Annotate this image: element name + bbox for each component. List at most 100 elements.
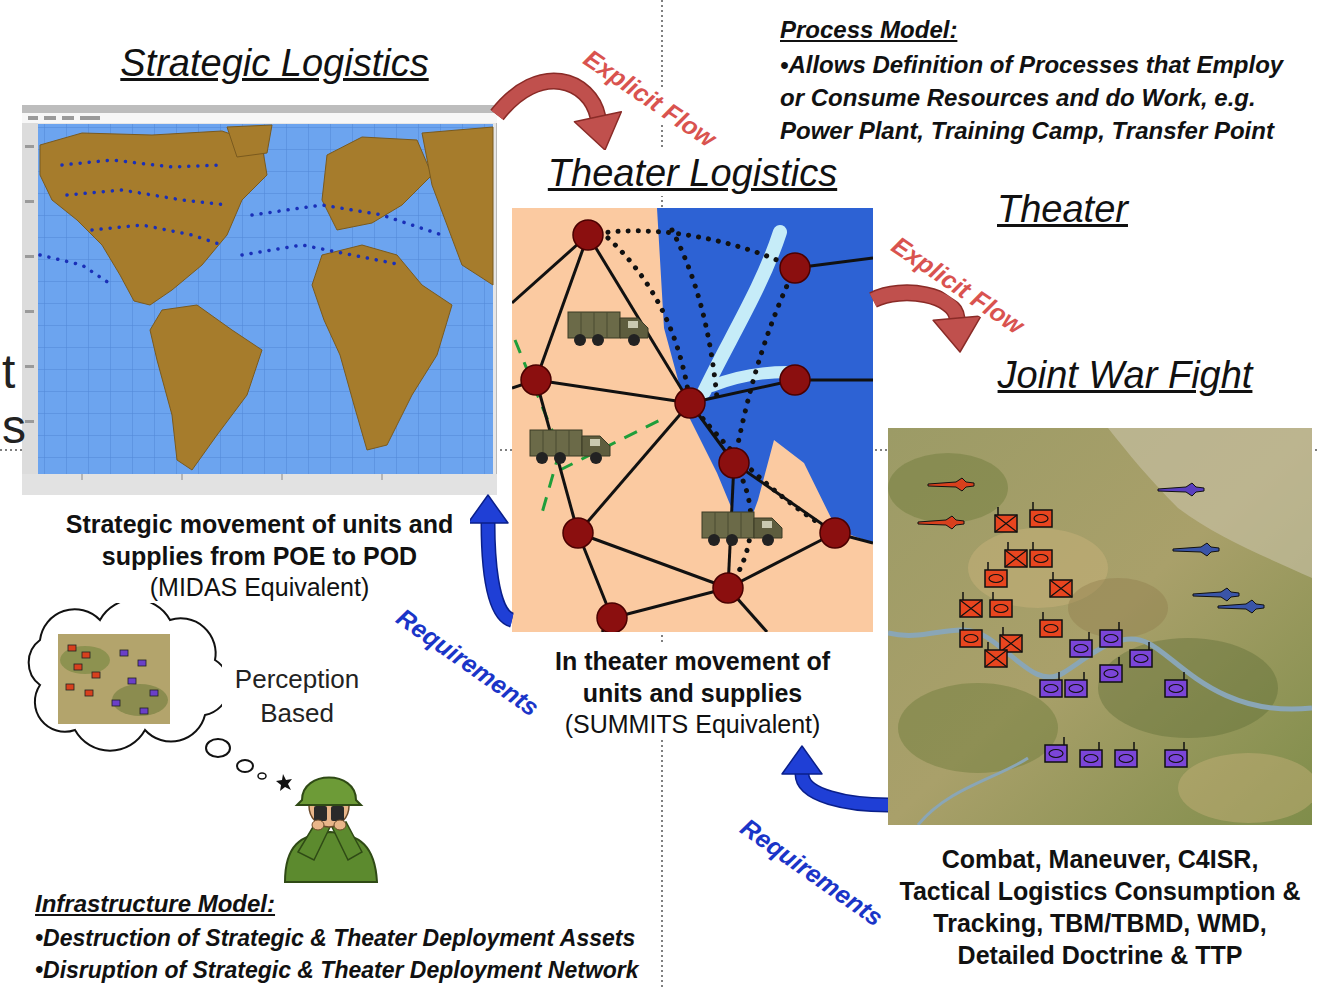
background-figure-detail: [112, 650, 158, 714]
world-map-detail: [80, 116, 100, 120]
theater-map-detail: [820, 518, 850, 548]
terrain-map-detail: [1165, 672, 1187, 697]
terrain-map-detail: [990, 592, 1012, 617]
theater-map-detail: [521, 365, 551, 395]
terrain-map-detail: [1100, 657, 1122, 682]
theater-map-detail: [588, 230, 835, 588]
caption-text: In theater movement of units and supplie…: [543, 645, 843, 709]
model-note: •Destruction of Strategic & Theater Depl…: [35, 925, 635, 952]
world-map-detail: [382, 474, 383, 480]
background-figure-detail: [85, 690, 93, 696]
world-map-detail: [40, 125, 493, 470]
panel-heading: Strategic Logistics: [120, 40, 428, 86]
theater-map-detail: [780, 365, 810, 395]
arrow-head: [782, 746, 822, 774]
background-figure-detail: [128, 678, 136, 684]
terrain-map-detail: [888, 453, 1008, 523]
section-heading: Theater: [997, 186, 1128, 232]
flow-arrow: [782, 746, 888, 805]
world-map-detail: [82, 474, 83, 480]
terrain-map-detail: [1218, 600, 1264, 613]
arrow-head: [574, 112, 621, 150]
label-holder: •Destruction of Strategic & Theater Depl…: [35, 925, 635, 952]
world-map-detail: [25, 365, 34, 368]
world-map-detail: [28, 116, 100, 120]
terrain-map-detail: [1030, 542, 1052, 567]
world-map-detail: [62, 116, 74, 120]
edge-label-holder: Requirements: [390, 602, 546, 723]
terrain-map-detail: [1115, 742, 1137, 767]
theater-map-detail: [702, 512, 782, 546]
arrow-shaft: [873, 293, 957, 318]
terrain-map-detail: [960, 622, 982, 647]
world-map: [22, 105, 497, 495]
terrain-map-detail: [985, 642, 1007, 667]
caption-note: (MIDAS Equivalent): [50, 572, 470, 603]
theater-map-detail: [573, 220, 603, 250]
world-map-detail: [25, 255, 34, 258]
thought-label: Perception Based: [222, 662, 372, 730]
theater-map-detail: [657, 208, 873, 543]
arrow-shaft-outline: [873, 293, 957, 318]
theater-map-detail: [675, 388, 705, 418]
model-note: •Allows Definition of Processes that Emp…: [780, 48, 1300, 147]
world-map-detail: [25, 145, 34, 148]
background-figure-detail: [74, 664, 82, 670]
arrow-shaft-outline: [497, 81, 598, 117]
terrain-map-detail: [918, 758, 1028, 825]
background-figure-detail: [314, 806, 327, 821]
terrain-map-detail: [1000, 627, 1022, 652]
world-map-detail: [40, 255, 112, 285]
terrain-map-detail: [1173, 543, 1219, 556]
background-figure-detail: [150, 690, 158, 696]
terrain-map-detail: [985, 562, 1007, 587]
background-figure-detail: [138, 660, 146, 666]
world-map-detail: [22, 474, 497, 495]
war-fight-panel: Joint War FightCombat, Maneuver, C4ISR, …: [888, 352, 1312, 825]
strategic-panel: Strategic LogisticsStrategic movement of…: [22, 40, 497, 495]
world-map-detail: [62, 160, 222, 167]
theater-map-detail: [536, 380, 690, 403]
label-holder: Infrastructure Model:: [35, 890, 275, 918]
world-map-detail: [38, 124, 493, 474]
background-figure-detail: [297, 778, 361, 806]
panel-heading: Joint War Fight: [998, 352, 1253, 398]
world-map-detail: [25, 145, 34, 423]
terrain-map-detail: [995, 507, 1017, 532]
terrain-map-detail: [1130, 642, 1152, 667]
flow-arrow: [497, 81, 621, 150]
label-holder: •Disruption of Strategic & Theater Deplo…: [35, 957, 639, 984]
panel-caption: In theater movement of units and supplie…: [543, 645, 843, 740]
background-figure-detail: [258, 773, 266, 779]
caption-text: Strategic movement of units and supplies…: [50, 508, 470, 572]
terrain-map-detail: [1045, 737, 1067, 762]
panel-heading: Theater Logistics: [548, 150, 837, 196]
terrain-map-detail: [928, 478, 974, 491]
world-map-detail: [282, 474, 283, 480]
world-map-detail: [28, 116, 38, 120]
world-map-detail: [227, 125, 272, 157]
background-figure-detail: [112, 684, 168, 716]
text-fragment: s: [2, 400, 26, 454]
background-figure-detail: [66, 684, 74, 690]
terrain-map-detail: [1050, 572, 1072, 597]
arrow-head: [933, 316, 981, 352]
world-map-detail: [40, 160, 442, 285]
theater-map-detail: [734, 268, 795, 463]
edge-label: Requirements: [390, 602, 546, 723]
terrain-map-detail: [1158, 483, 1204, 496]
world-map-detail: [312, 245, 452, 450]
theater-map-detail: [568, 312, 648, 346]
arrow-shaft: [497, 81, 598, 117]
world-map-detail: [38, 124, 493, 474]
label-holder: t: [2, 345, 15, 399]
terrain-map-detail: [1080, 742, 1102, 767]
edge-label: Explicit Flow: [885, 230, 1031, 341]
world-map-detail: [82, 474, 382, 480]
terrain-map-detail: [1040, 672, 1062, 697]
label-holder: •Allows Definition of Processes that Emp…: [780, 48, 1300, 147]
background-figure-detail: [58, 634, 170, 724]
world-map-detail: [92, 225, 222, 245]
background-figure-detail: [140, 708, 148, 714]
world-map-detail: [40, 131, 267, 305]
